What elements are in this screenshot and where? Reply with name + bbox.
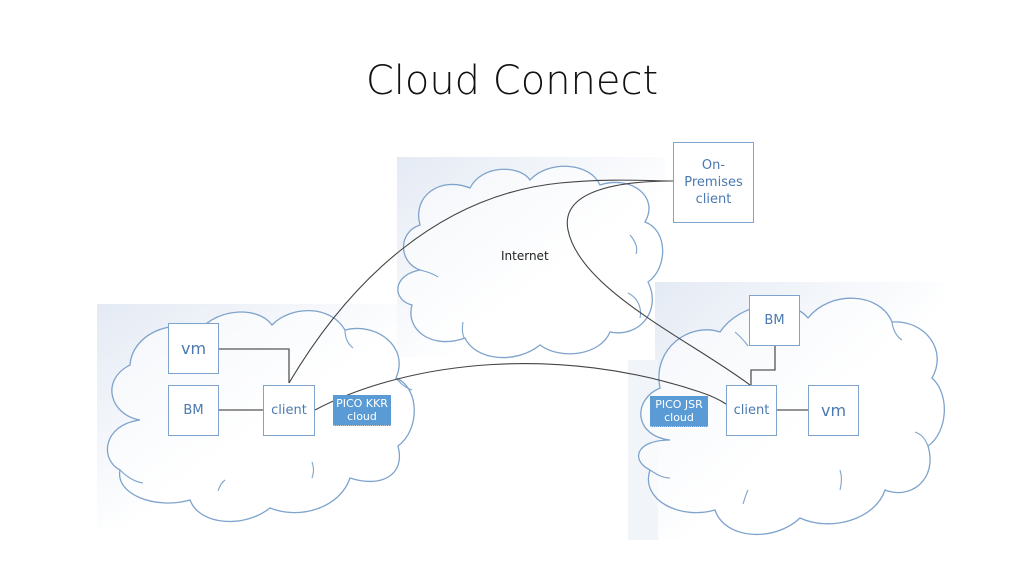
right-cloud-inner bbox=[649, 321, 929, 505]
connector-left-client-onprem bbox=[288, 179, 674, 384]
right-bm-node[interactable]: BM bbox=[749, 295, 800, 346]
on-premises-line2: Premises bbox=[684, 175, 743, 190]
left-client-node[interactable]: client bbox=[263, 385, 315, 436]
pico-jsr-cloud-label: PICO JSR cloud bbox=[650, 396, 708, 427]
on-premises-line3: client bbox=[695, 192, 732, 207]
on-premises-line1: On- bbox=[701, 158, 726, 173]
right-bm-label: BM bbox=[764, 313, 785, 328]
pico-jsr-line1: PICO JSR bbox=[655, 398, 703, 411]
right-client-node[interactable]: client bbox=[726, 385, 777, 436]
connector-left-client-right-client bbox=[314, 363, 727, 411]
left-vm-label: vm bbox=[180, 339, 207, 358]
pico-kkr-cloud-label: PICO KKR cloud bbox=[333, 395, 391, 426]
right-vm-label: vm bbox=[820, 401, 847, 420]
pico-jsr-line2: cloud bbox=[664, 411, 694, 424]
pico-kkr-line2: cloud bbox=[347, 410, 377, 423]
right-vm-node[interactable]: vm bbox=[808, 385, 859, 436]
connector-right-bm-client bbox=[750, 345, 776, 385]
right-client-label: client bbox=[733, 403, 770, 418]
right-cloud-shape bbox=[638, 297, 945, 536]
left-client-label: client bbox=[271, 403, 307, 418]
pico-kkr-line1: PICO KKR bbox=[336, 397, 388, 410]
internet-cloud-shape bbox=[397, 165, 664, 359]
left-cloud-inner bbox=[119, 329, 413, 492]
internet-label: Internet bbox=[501, 249, 549, 263]
connector-onprem-right-client bbox=[566, 180, 751, 386]
on-premises-client-node[interactable]: On- Premises client bbox=[673, 142, 754, 223]
left-vm-node[interactable]: vm bbox=[168, 323, 219, 374]
left-bm-node[interactable]: BM bbox=[168, 385, 219, 436]
slide-title: Cloud Connect bbox=[365, 58, 659, 104]
left-bm-label: BM bbox=[183, 403, 204, 418]
connector-left-vm-client bbox=[219, 348, 290, 383]
internet-cloud-inner bbox=[419, 234, 642, 339]
